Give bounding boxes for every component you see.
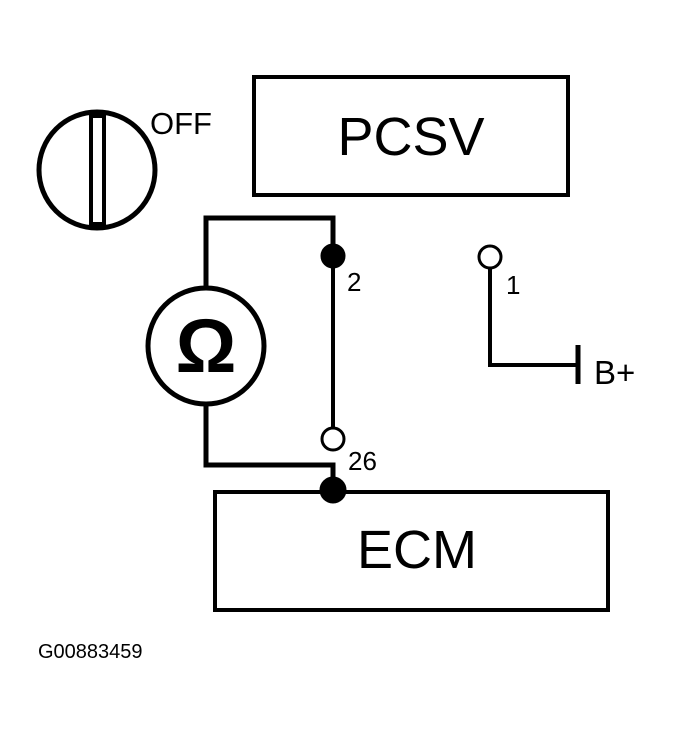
ecm-box [213,490,610,612]
ecm-label: ECM [357,520,477,580]
battery-label: B+ [594,354,635,391]
ignition-switch [36,109,158,231]
pcsv-terminal-2-label: 2 [347,267,361,297]
pcsv-terminal-2 [320,243,346,269]
pcsv-terminal-1-label: 1 [506,270,520,300]
wire-pcsv-1-to-battery [488,268,577,367]
ohmmeter [145,285,267,407]
ohm-symbol: Ω [176,304,237,389]
ecm-terminal-26-junction [319,476,347,504]
wire-ohmmeter-to-pcsv-2 [203,215,336,290]
ignition-switch-key-slot [89,114,106,226]
ecm-terminal-26-label: 26 [348,446,377,476]
wire-ohmmeter-to-ecm [203,403,336,490]
pcsv-label: PCSV [337,107,484,167]
pcsv-terminal-1 [477,244,503,270]
ecm-terminal-26-open [320,426,346,452]
figure-id: G00883459 [38,641,143,663]
pcsv-box [252,75,570,197]
ignition-off-label: OFF [150,106,212,141]
